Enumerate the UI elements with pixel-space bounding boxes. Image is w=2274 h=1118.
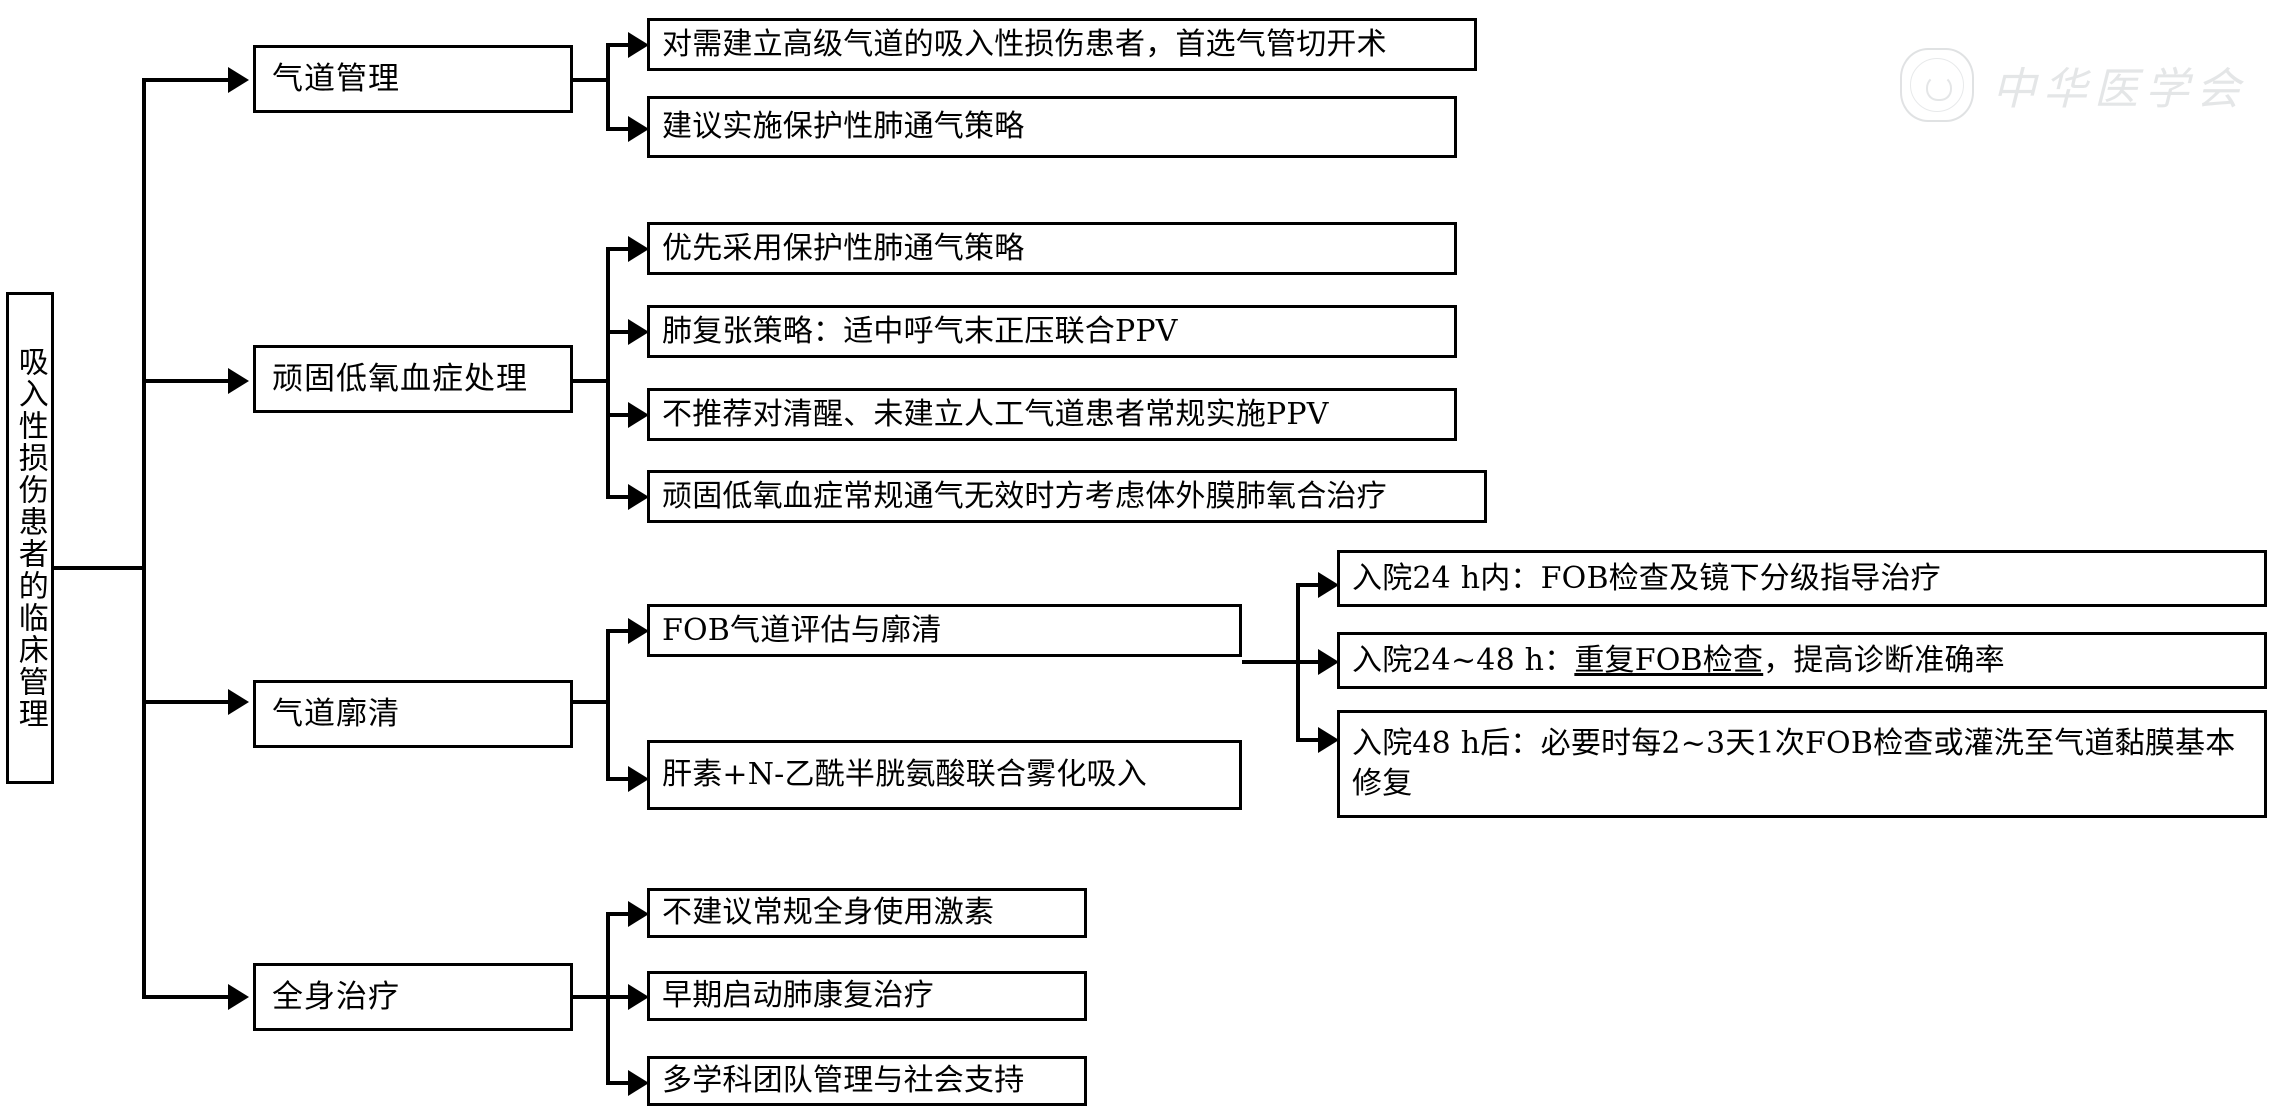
node-lung-recruitment-label: 肺复张策略：适中呼气末正压联合PPV xyxy=(662,313,1178,349)
node-lung-recruitment: 肺复张策略：适中呼气末正压联合PPV xyxy=(647,305,1457,358)
connector-airway-management-spine xyxy=(606,43,610,131)
node-fob-within-24h: 入院24 h内：FOB检查及镜下分级指导治疗 xyxy=(1337,550,2267,607)
arrowhead-heparin-nac xyxy=(628,766,649,792)
root-node-label: 吸入性损伤患者的临床管理 xyxy=(12,346,48,730)
connector-to-no-routine-ppv xyxy=(606,413,638,417)
connector-to-heparin-nac xyxy=(606,777,638,781)
node-no-routine-ppv-label: 不推荐对清醒、未建立人工气道患者常规实施PPV xyxy=(662,396,1329,432)
node-no-routine-steroids-label: 不建议常规全身使用激素 xyxy=(662,895,995,931)
node-refractory-hypoxemia: 顽固低氧血症处理 xyxy=(253,345,573,413)
arrowhead-fob-assessment xyxy=(628,618,649,644)
node-protective-ventilation: 建议实施保护性肺通气策略 xyxy=(647,96,1457,158)
node-ecmo: 顽固低氧血症常规通气无效时方考虑体外膜肺氧合治疗 xyxy=(647,470,1487,523)
connector-systemic-treatment-stub xyxy=(573,995,610,999)
connector-airway-clearance-spine xyxy=(606,629,610,777)
arrowhead-fob-within-24h xyxy=(1318,572,1339,598)
node-multidisciplinary-support-label: 多学科团队管理与社会支持 xyxy=(662,1063,1025,1099)
arrowhead-no-routine-steroids xyxy=(628,901,649,927)
node-no-routine-ppv: 不推荐对清醒、未建立人工气道患者常规实施PPV xyxy=(647,388,1457,441)
node-airway-management-label: 气道管理 xyxy=(272,60,400,97)
connector-to-tracheostomy xyxy=(606,43,638,47)
arrowhead-multidisciplinary-support xyxy=(628,1070,649,1096)
arrowhead-no-routine-ppv xyxy=(628,402,649,428)
connector-to-fob-after-48h xyxy=(1296,738,1328,742)
connector-root-trunk xyxy=(54,566,146,570)
node-systemic-treatment-label: 全身治疗 xyxy=(272,978,400,1015)
connector-to-fob-24-48h xyxy=(1296,660,1328,664)
connector-to-protective-ventilation xyxy=(606,127,638,131)
node-fob-after-48h-label: 入院48 h后：必要时每2~3天1次FOB检查或灌洗至气道黏膜基本修复 xyxy=(1352,726,2236,801)
connector-to-fob-assessment xyxy=(606,629,638,633)
connector-to-ecmo xyxy=(606,495,638,499)
connector-main-trunk xyxy=(142,78,146,997)
node-fob-after-48h: 入院48 h后：必要时每2~3天1次FOB检查或灌洗至气道黏膜基本修复 xyxy=(1337,710,2267,818)
watermark: 中华医学会 xyxy=(1900,48,2247,122)
node-fob-24-48h-label: 入院24~48 h：重复FOB检查，提高诊断准确率 xyxy=(1340,641,2015,681)
node-ecmo-label: 顽固低氧血症常规通气无效时方考虑体外膜肺氧合治疗 xyxy=(662,478,1387,514)
watermark-text: 中华医学会 xyxy=(1992,64,2247,115)
node-airway-management: 气道管理 xyxy=(253,45,573,113)
arrowhead-early-pulmonary-rehab xyxy=(628,984,649,1010)
node-multidisciplinary-support: 多学科团队管理与社会支持 xyxy=(647,1056,1087,1106)
node-fob-assessment: FOB气道评估与廓清 xyxy=(647,604,1242,657)
connector-to-airway-management xyxy=(142,78,232,82)
node-protective-ventilation-label: 建议实施保护性肺通气策略 xyxy=(662,109,1025,145)
node-airway-clearance-label: 气道廓清 xyxy=(272,695,400,732)
node-refractory-hypoxemia-label: 顽固低氧血症处理 xyxy=(272,360,528,397)
node-early-pulmonary-rehab-label: 早期启动肺康复治疗 xyxy=(662,978,934,1014)
connector-refractory-hypoxemia-stub xyxy=(573,379,610,383)
connector-to-fob-within-24h xyxy=(1296,583,1328,587)
node-no-routine-steroids: 不建议常规全身使用激素 xyxy=(647,888,1087,938)
arrowhead-airway-clearance xyxy=(228,689,249,715)
node-systemic-treatment: 全身治疗 xyxy=(253,963,573,1031)
connector-to-no-routine-steroids xyxy=(606,912,638,916)
node-tracheostomy-label: 对需建立高级气道的吸入性损伤患者，首选气管切开术 xyxy=(662,26,1387,62)
arrowhead-systemic-treatment xyxy=(228,984,249,1010)
arrowhead-tracheostomy xyxy=(628,32,649,58)
node-airway-clearance: 气道廓清 xyxy=(253,680,573,748)
association-emblem-icon xyxy=(1900,48,1974,122)
arrowhead-fob-24-48h xyxy=(1318,649,1339,675)
node-fob-24-48h-underlined: 重复FOB检查 xyxy=(1574,642,1764,678)
node-heparin-nac: 肝素+N-乙酰半胱氨酸联合雾化吸入 xyxy=(647,740,1242,810)
node-fob-24-48h-suffix: ，提高诊断准确率 xyxy=(1763,642,2005,678)
arrowhead-protective-ventilation xyxy=(628,116,649,142)
connector-to-systemic-treatment xyxy=(142,995,232,999)
node-heparin-nac-label: 肝素+N-乙酰半胱氨酸联合雾化吸入 xyxy=(662,757,1147,793)
connector-airway-management-stub xyxy=(573,78,610,82)
arrowhead-ecmo xyxy=(628,484,649,510)
node-fob-assessment-label: FOB气道评估与廓清 xyxy=(662,612,942,648)
arrowhead-fob-after-48h xyxy=(1318,727,1339,753)
arrowhead-refractory-hypoxemia xyxy=(228,368,249,394)
connector-to-refractory-hypoxemia xyxy=(142,379,232,383)
connector-airway-clearance-stub xyxy=(573,700,610,704)
connector-to-priority-protective-ventilation xyxy=(606,247,638,251)
arrowhead-airway-management xyxy=(228,67,249,93)
connector-to-lung-recruitment xyxy=(606,330,638,334)
root-node: 吸入性损伤患者的临床管理 xyxy=(6,292,54,784)
node-fob-within-24h-label: 入院24 h内：FOB检查及镜下分级指导治疗 xyxy=(1352,560,1941,596)
arrowhead-lung-recruitment xyxy=(628,319,649,345)
node-fob-24-48h: 入院24~48 h：重复FOB检查，提高诊断准确率 xyxy=(1337,632,2267,689)
node-fob-24-48h-prefix: 入院24~48 h： xyxy=(1352,642,1575,678)
node-tracheostomy: 对需建立高级气道的吸入性损伤患者，首选气管切开术 xyxy=(647,18,1477,71)
connector-to-early-pulmonary-rehab xyxy=(606,995,638,999)
node-priority-protective-ventilation-label: 优先采用保护性肺通气策略 xyxy=(662,230,1025,266)
node-priority-protective-ventilation: 优先采用保护性肺通气策略 xyxy=(647,222,1457,275)
connector-refractory-hypoxemia-spine xyxy=(606,247,610,495)
node-early-pulmonary-rehab: 早期启动肺康复治疗 xyxy=(647,971,1087,1021)
connector-to-multidisciplinary-support xyxy=(606,1081,638,1085)
connector-fob-assessment-stub xyxy=(1242,660,1300,664)
connector-to-airway-clearance xyxy=(142,700,232,704)
arrowhead-priority-protective-ventilation xyxy=(628,236,649,262)
